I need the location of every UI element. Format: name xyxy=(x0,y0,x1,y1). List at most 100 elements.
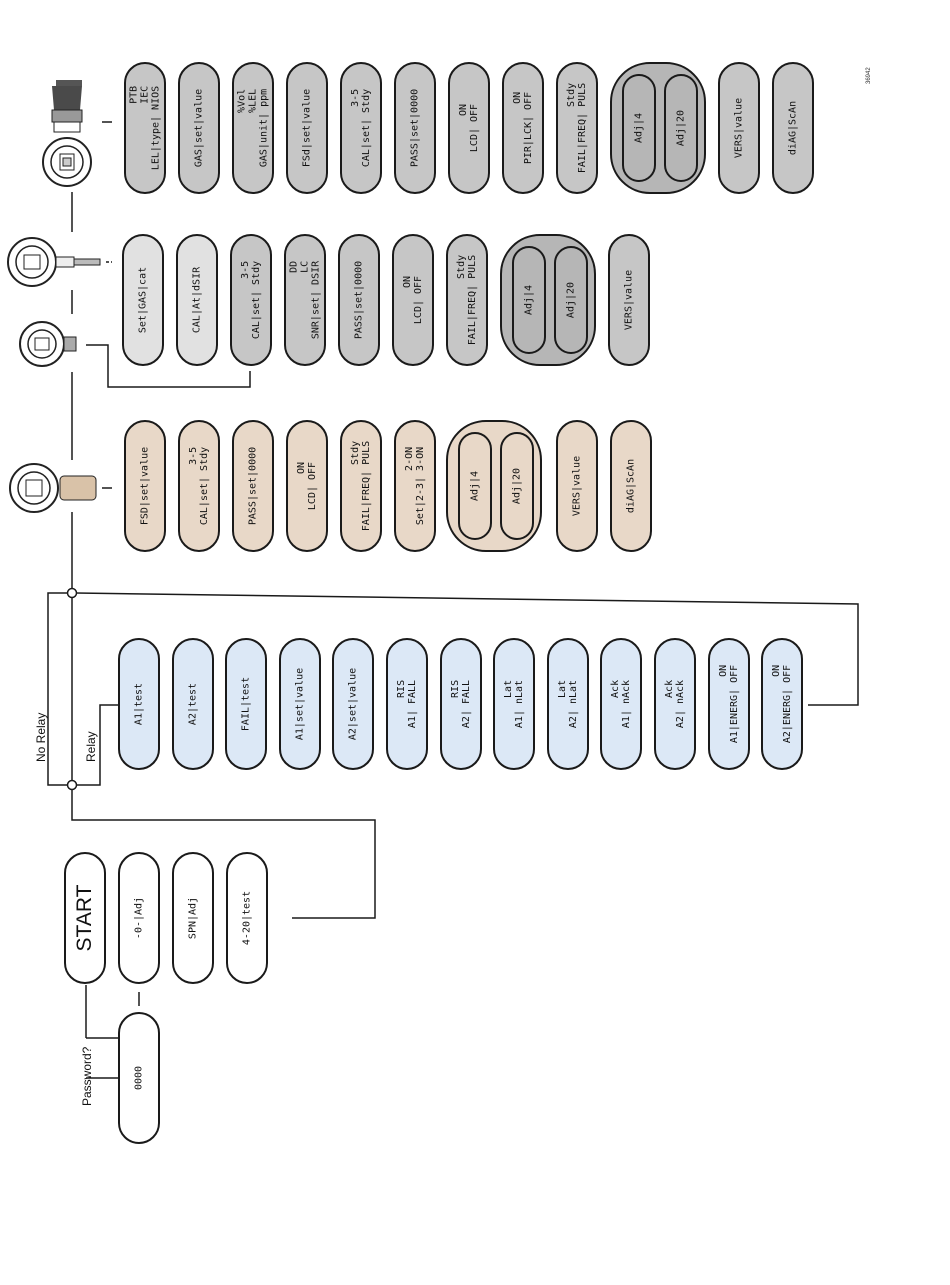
adj-4-button-mid[interactable]: Adj|4 xyxy=(512,246,546,354)
menu-item-text: A2|set|value xyxy=(348,668,359,740)
menu-item-line: FSd|set|value xyxy=(301,88,313,168)
row-top-item[interactable]: FSd|set|value xyxy=(286,62,328,194)
row-relay-item[interactable]: A1|set|value xyxy=(278,638,321,770)
menu-item-line: SNR|set| DSIR xyxy=(310,260,322,340)
menu-item-line: 2-ON xyxy=(404,446,415,471)
adj-20-button-top[interactable]: Adj|20 xyxy=(664,74,698,182)
row-tan-item[interactable]: VERS|value xyxy=(556,420,598,552)
analog-adjust-group-tan: Adj|4 Adj|20 xyxy=(446,420,542,552)
menu-item-line: DD xyxy=(288,260,300,273)
span-adjust-button[interactable]: SPN|Adj xyxy=(172,852,214,984)
row-tan-item[interactable]: PASS|set|0000 xyxy=(232,420,274,552)
row-relay-item[interactable]: A1|test xyxy=(118,638,160,770)
menu-item-line: RIS xyxy=(396,679,407,698)
menu-item-line: PTB xyxy=(128,85,140,104)
menu-item-line: ON xyxy=(717,664,729,677)
adj-20-button-tan[interactable]: Adj|20 xyxy=(500,432,534,540)
analog-adjust-group-mid: Adj|4 Adj|20 xyxy=(500,234,596,366)
menu-item-text: Set|GAS|cat xyxy=(138,267,149,333)
adj-20-button-mid[interactable]: Adj|20 xyxy=(554,246,588,354)
detector-with-probe-icon xyxy=(7,237,101,287)
row-top-item[interactable]: PASS|set|0000 xyxy=(394,62,436,194)
menu-item-line: CAL|set| Stdy xyxy=(251,260,262,340)
password-label: Password? xyxy=(80,1046,94,1106)
row-mid-item[interactable]: CAL|At|dSIR xyxy=(176,234,218,366)
menu-item-line: A1| nAck xyxy=(621,679,633,729)
menu-item-text: A1|test xyxy=(134,683,145,725)
menu-item-line: ON xyxy=(296,461,307,474)
menu-item-text: FAIL|test xyxy=(241,677,252,731)
menu-item-text: diAG|ScAn xyxy=(626,459,637,513)
detector-compact-icon xyxy=(19,321,77,367)
detector-with-cylinder-sensor-icon xyxy=(9,463,97,513)
zero-adjust-button[interactable]: -0-|Adj xyxy=(118,852,160,984)
row-tan-item[interactable]: diAG|ScAn xyxy=(610,420,652,552)
menu-item-line: 3-5 xyxy=(350,88,361,107)
menu-item-line: Stdy xyxy=(456,254,467,279)
menu-item-line: diAG|ScAn xyxy=(625,458,637,514)
row-relay-item[interactable]: FAIL|test xyxy=(225,638,268,770)
menu-item-line: ON xyxy=(458,103,469,116)
row-mid-item[interactable]: PASS|set|0000 xyxy=(338,234,380,366)
menu-item-text: VERS|value xyxy=(624,270,635,330)
menu-item-text: PASS|set|0000 xyxy=(410,89,421,167)
menu-item-line: PIR|LCK| OFF xyxy=(523,91,534,165)
menu-item-line: CAL|set| Stdy xyxy=(199,446,210,526)
row-top-item[interactable]: GAS|set|value xyxy=(178,62,220,194)
row-mid-item[interactable]: VERS|value xyxy=(608,234,650,366)
menu-item-text: A2|test xyxy=(187,683,198,725)
detector-with-sensor-head-icon xyxy=(42,80,92,187)
adj-4-button-tan[interactable]: Adj|4 xyxy=(458,432,492,540)
menu-item-line: A1|set|value xyxy=(294,667,306,741)
adj-4-button-top[interactable]: Adj|4 xyxy=(622,74,656,182)
row-top-item[interactable]: VERS|value xyxy=(718,62,760,194)
loop-test-button[interactable]: 4-20|test xyxy=(226,852,268,984)
menu-item-line: Set|GAS|cat xyxy=(137,266,149,334)
password-code-field[interactable]: 0000 xyxy=(118,1012,160,1144)
menu-item-line: Lat xyxy=(503,679,515,698)
menu-item-text: CAL|At|dSIR xyxy=(192,267,203,333)
menu-item-line: Stdy xyxy=(350,440,361,465)
row-tan-item[interactable]: FSD|set|value xyxy=(124,420,166,552)
row-top-item[interactable]: diAG|ScAn xyxy=(772,62,814,194)
row-relay-item[interactable]: A2|set|value xyxy=(332,638,375,770)
row-relay-item[interactable]: A2|test xyxy=(171,638,214,770)
menu-item-line: A2| nLat xyxy=(567,679,579,729)
document-number: 36942 xyxy=(866,67,872,84)
menu-item-line: CAL|set| Stdy xyxy=(361,88,372,168)
row-mid-item[interactable]: Set|GAS|cat xyxy=(122,234,164,366)
menu-item-line: VERS|value xyxy=(571,455,583,517)
start-button[interactable]: START xyxy=(64,852,106,984)
